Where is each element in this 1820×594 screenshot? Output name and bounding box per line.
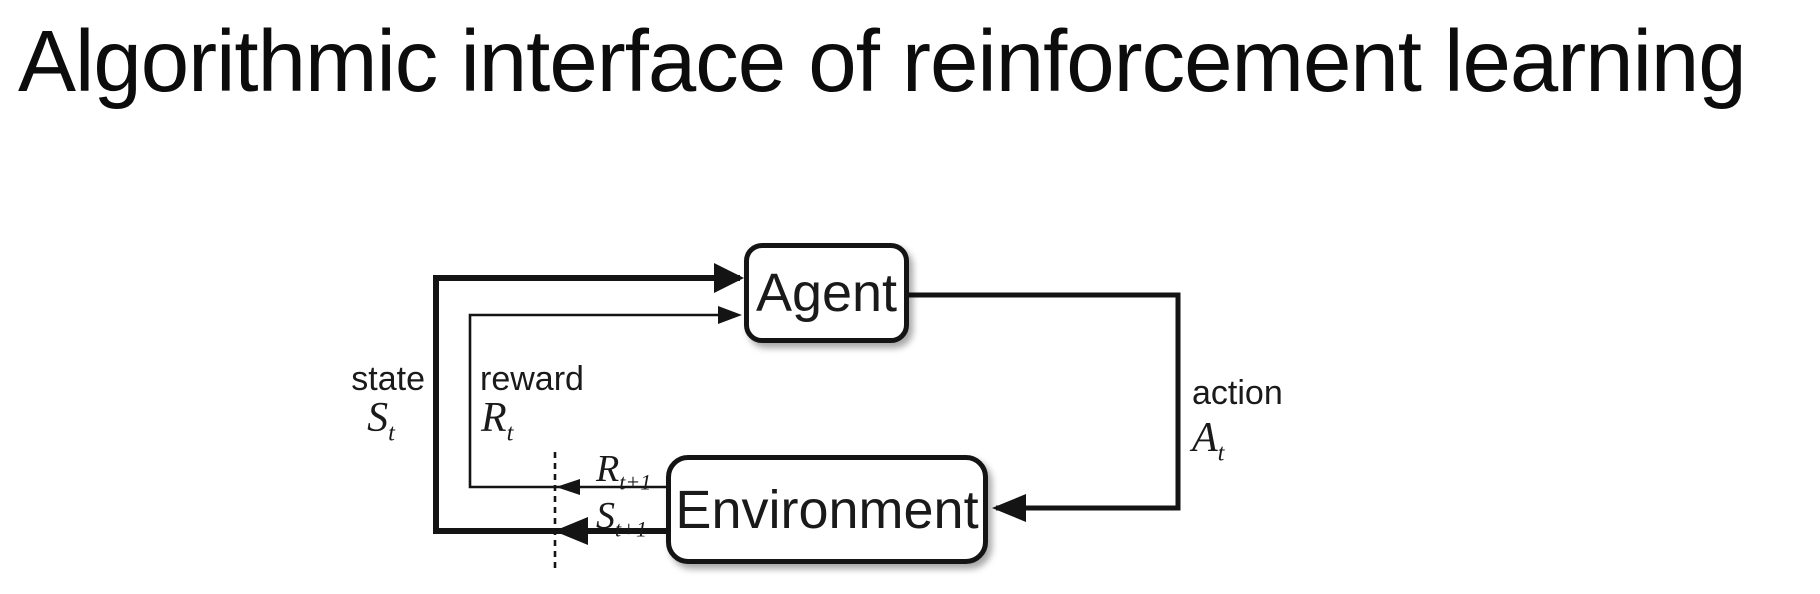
state-symbol-label: St: [352, 394, 410, 446]
action-loop-line: [908, 292, 1181, 511]
reward-symbol-subscript: t: [506, 419, 514, 447]
action-word-label: action: [1192, 374, 1283, 412]
action-into-environment-arrowhead-icon: [992, 494, 1026, 522]
state-symbol-subscript: t: [388, 419, 395, 447]
state-symbol-base: S: [367, 395, 389, 441]
next-reward-arrowhead-icon: [556, 479, 580, 495]
environment-node-label: Environment: [675, 479, 979, 540]
agent-node: Agent: [744, 243, 909, 343]
next-reward-symbol-base: R: [596, 448, 620, 490]
next-reward-symbol-subscript: t+1: [619, 469, 652, 495]
environment-node: Environment: [666, 455, 988, 564]
agent-node-label: Agent: [755, 263, 898, 323]
next-state-symbol-subscript: t+1: [615, 516, 648, 542]
reward-into-agent-arrowhead-icon: [718, 306, 742, 324]
state-word-label: state: [351, 360, 425, 398]
next-reward-symbol-label: Rt+1: [596, 447, 651, 494]
action-symbol-label: At: [1192, 414, 1224, 466]
reward-word-label: reward: [480, 360, 584, 398]
next-state-symbol-base: S: [596, 495, 615, 537]
reward-symbol-base: R: [481, 395, 507, 441]
next-state-arrowhead-icon: [554, 517, 588, 545]
state-loop-line: [433, 275, 740, 534]
state-into-agent-arrowhead-icon: [714, 263, 744, 293]
next-state-symbol-label: St+1: [596, 494, 647, 541]
page-title: Algorithmic interface of reinforcement l…: [18, 13, 1747, 110]
action-symbol-base: A: [1192, 415, 1218, 461]
reward-symbol-label: Rt: [481, 394, 513, 446]
action-symbol-subscript: t: [1217, 439, 1225, 467]
